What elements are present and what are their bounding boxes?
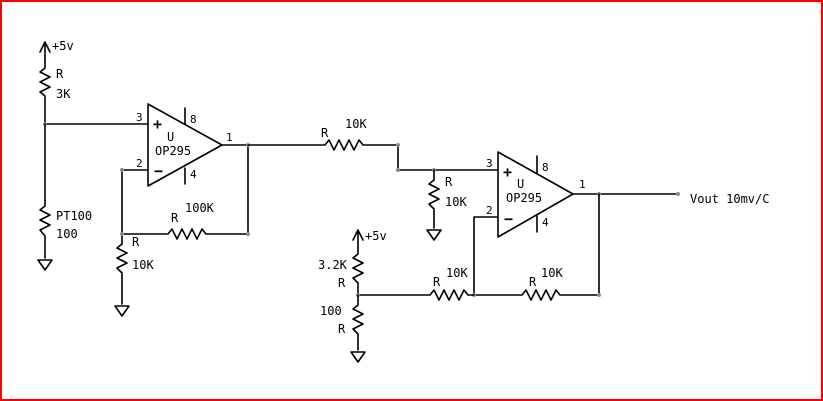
opamp-2-plus: + xyxy=(503,163,512,181)
resistor-3k xyxy=(39,55,51,125)
resistor-3-2k-name: R xyxy=(338,276,346,290)
opamp-1-ref: U xyxy=(167,130,174,144)
ground-symbol xyxy=(426,229,442,241)
resistor-feedback2-name: R xyxy=(529,275,537,289)
supply-arrow-bottom xyxy=(352,229,364,249)
ground-symbol xyxy=(37,259,53,271)
resistor-100-divider xyxy=(352,294,364,351)
resistor-100-name: R xyxy=(338,322,346,336)
resistor-pulldown-name: R xyxy=(445,175,453,189)
resistor-10k-input-2 xyxy=(357,289,475,301)
resistor-10k-feedback-2 xyxy=(473,193,600,301)
opamp-2-part: OP295 xyxy=(506,191,542,205)
resistor-input2-value: 10K xyxy=(446,266,468,280)
rtd-value: 100 xyxy=(56,227,78,241)
resistor-3-2k xyxy=(352,247,364,296)
resistor-3k-value: 3K xyxy=(56,87,71,101)
opamp-1-minus: − xyxy=(154,162,163,180)
ground-symbol xyxy=(350,351,366,363)
supply-label-bottom: +5v xyxy=(365,229,387,243)
vout-label: Vout 10mv/C xyxy=(690,192,769,206)
junction-dot xyxy=(396,168,400,172)
opamp-1 xyxy=(147,103,223,187)
wire-opamp2-pin2 xyxy=(473,216,499,296)
resistor-10k-gain xyxy=(116,233,128,305)
opamp-2-minus: − xyxy=(504,210,513,228)
opamp-1-plus: + xyxy=(153,115,162,133)
resistor-3k-name: R xyxy=(56,67,64,81)
resistor-pulldown-value: 10K xyxy=(445,195,467,209)
wire-pin2-node xyxy=(121,169,149,235)
opamp-1-pin3: 3 xyxy=(136,111,143,124)
resistor-3-2k-value: 3.2K xyxy=(318,258,348,272)
opamp-1-pin8: 8 xyxy=(190,113,197,126)
junction-dot xyxy=(597,293,601,297)
ground-symbol xyxy=(114,305,130,317)
supply-arrow-top xyxy=(39,41,51,57)
supply-label-top: +5v xyxy=(52,39,74,53)
resistor-100k-feedback xyxy=(121,144,249,240)
resistor-series-value: 10K xyxy=(345,117,367,131)
opamp-2 xyxy=(497,151,574,238)
opamp-1-pin1: 1 xyxy=(226,131,233,144)
opamp-2-pin3: 3 xyxy=(486,157,493,170)
opamp-2-ref: U xyxy=(517,177,524,191)
resistor-10k-pulldown xyxy=(428,169,440,229)
rtd-name: PT100 xyxy=(56,209,92,223)
resistor-10k-gain-name: R xyxy=(132,235,140,249)
junction-dot xyxy=(396,143,400,147)
resistor-series-name: R xyxy=(321,126,329,140)
opamp-1-pin2: 2 xyxy=(136,157,143,170)
resistor-10k-series xyxy=(247,139,399,171)
vout-terminal xyxy=(676,192,680,196)
opamp-2-pin4: 4 xyxy=(542,216,549,229)
resistor-10k-gain-value: 10K xyxy=(132,258,154,272)
resistor-100k-name: R xyxy=(171,211,179,225)
opamp-2-pin2: 2 xyxy=(486,204,493,217)
junction-dot xyxy=(120,232,124,236)
resistor-feedback2-value: 10K xyxy=(541,266,563,280)
resistor-100-value: 100 xyxy=(320,304,342,318)
rtd-pt100 xyxy=(39,123,51,259)
junction-dot xyxy=(120,168,124,172)
opamp-1-part: OP295 xyxy=(155,144,191,158)
opamp-2-pin8: 8 xyxy=(542,161,549,174)
opamp-2-pin1: 1 xyxy=(579,178,586,191)
resistor-100k-value: 100K xyxy=(185,201,215,215)
resistor-input2-name: R xyxy=(433,275,441,289)
opamp-1-pin4: 4 xyxy=(190,168,197,181)
junction-dot xyxy=(246,232,250,236)
